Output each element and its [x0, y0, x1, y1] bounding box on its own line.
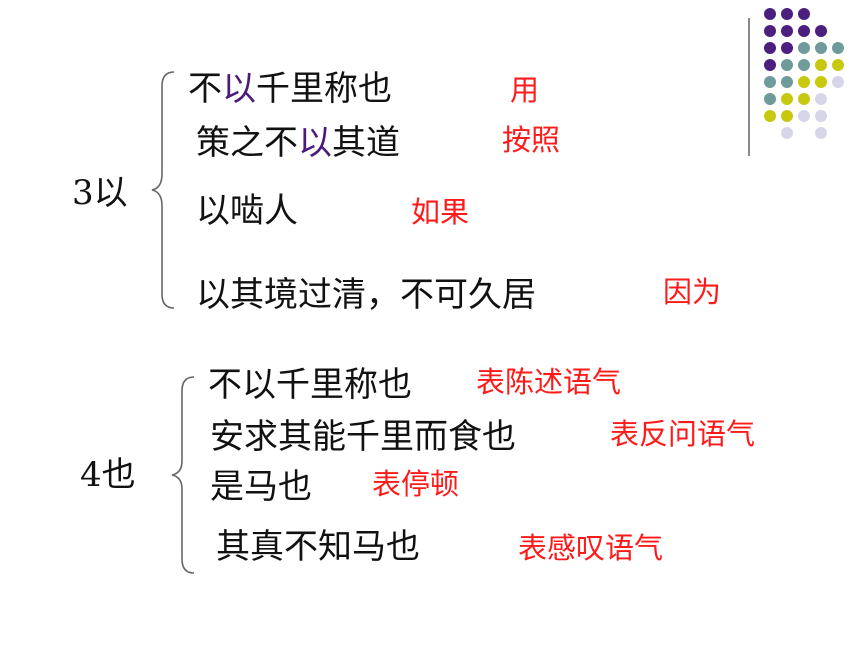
- decorative-dot: [815, 25, 827, 37]
- ye-sentence-4: 其真不知马也: [216, 527, 420, 567]
- decorative-dot: [832, 76, 844, 88]
- decorative-dot: [798, 110, 810, 122]
- section-ye-label: 4也: [80, 455, 136, 495]
- ye-sentence-2: 安求其能千里而食也: [210, 417, 516, 457]
- yi-highlight-char: 以: [222, 69, 256, 109]
- ye-meaning-3: 表停顿: [372, 467, 460, 501]
- ye-sentence-3: 是马也: [210, 467, 312, 507]
- decorative-dot: [832, 42, 844, 54]
- decorative-dot: [781, 25, 793, 37]
- decorative-dot: [781, 93, 793, 105]
- decorative-dot: [781, 127, 793, 139]
- ye-sentence-1: 不以千里称也: [208, 365, 412, 405]
- yi-meaning-2: 按照: [502, 123, 561, 157]
- decorative-dot: [798, 42, 810, 54]
- yi-sentence-4: 以其境过清，不可久居: [196, 275, 536, 315]
- decorative-dot: [764, 76, 776, 88]
- ye-meaning-1: 表陈述语气: [476, 365, 622, 399]
- decorative-dot: [781, 42, 793, 54]
- decorative-divider-line: [748, 18, 750, 156]
- decorative-dot: [764, 59, 776, 71]
- decorative-dot: [815, 127, 827, 139]
- decorative-dot: [815, 76, 827, 88]
- yi-highlight-char: 以: [298, 123, 332, 163]
- decorative-dot: [815, 42, 827, 54]
- decorative-dot: [798, 8, 810, 20]
- yi-meaning-4: 因为: [663, 275, 722, 309]
- yi-sentence-3: 以啮人: [196, 191, 298, 231]
- section-ye-brace: [171, 376, 195, 574]
- ye-meaning-2: 表反问语气: [610, 417, 756, 451]
- decorative-dot: [832, 59, 844, 71]
- decorative-dot: [764, 42, 776, 54]
- section-yi-brace: [151, 71, 175, 309]
- decorative-dot: [815, 110, 827, 122]
- yi-meaning-3: 如果: [411, 195, 470, 229]
- section-yi-label: 3以: [72, 173, 128, 213]
- decorative-dot: [781, 59, 793, 71]
- decorative-dot: [781, 8, 793, 20]
- decorative-dot: [764, 93, 776, 105]
- decorative-dot: [764, 25, 776, 37]
- decorative-dot: [815, 59, 827, 71]
- decorative-dot: [764, 8, 776, 20]
- decorative-dot: [798, 76, 810, 88]
- yi-sentence-2: 策之不以其道: [196, 123, 400, 163]
- decorative-dot: [798, 25, 810, 37]
- decorative-dot: [798, 59, 810, 71]
- decorative-dot: [781, 110, 793, 122]
- ye-meaning-4: 表感叹语气: [518, 531, 664, 565]
- decorative-dot: [764, 110, 776, 122]
- decorative-dot: [798, 93, 810, 105]
- yi-sentence-1: 不以千里称也: [188, 69, 392, 109]
- decorative-dot: [815, 93, 827, 105]
- yi-meaning-1: 用: [510, 73, 540, 107]
- decorative-dot: [781, 76, 793, 88]
